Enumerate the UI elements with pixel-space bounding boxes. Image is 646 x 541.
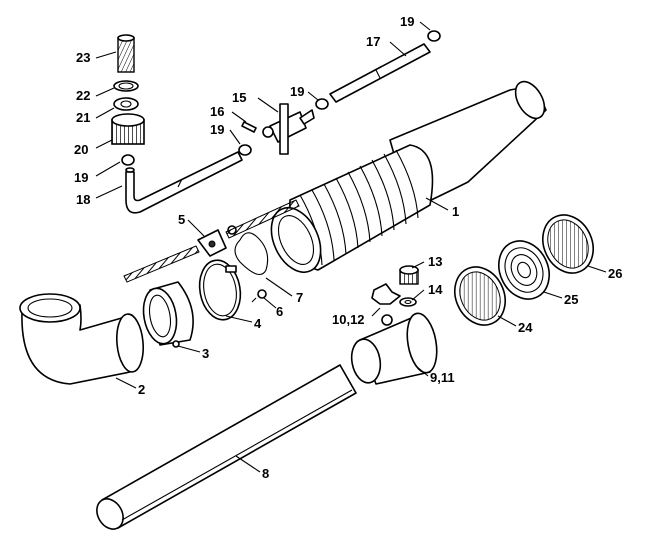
leader-lines: [95, 21, 607, 473]
label-part-19-valve: 19: [210, 122, 224, 137]
label-part-19-top: 19: [400, 14, 414, 29]
washer-21: [113, 97, 139, 111]
screen-26: [542, 214, 594, 274]
throttle-housing: [350, 312, 438, 385]
screen-24: [454, 266, 506, 326]
label-part-20: 20: [74, 142, 88, 157]
label-part-5: 5: [178, 212, 185, 227]
spring-lower: [123, 245, 200, 283]
label-part-2: 2: [138, 382, 145, 397]
short-tube: [329, 43, 431, 103]
label-part-15: 15: [232, 90, 246, 105]
spring-upper: [225, 199, 300, 239]
knob-13: [399, 265, 419, 285]
label-part-18: 18: [76, 192, 90, 207]
small-screw: [241, 121, 257, 133]
label-part-6: 6: [276, 304, 283, 319]
cap-19: [121, 30, 441, 166]
label-part-22: 22: [76, 88, 90, 103]
bracket: [197, 229, 227, 257]
nut-20: [111, 113, 145, 145]
label-part-8: 8: [262, 466, 269, 481]
label-part-9-11: 9,11: [430, 370, 455, 385]
label-part-19-mid: 19: [290, 84, 304, 99]
label-part-7: 7: [296, 290, 303, 305]
hose-clamp: [198, 259, 242, 321]
knob-10-12: [371, 283, 401, 305]
label-part-23: 23: [76, 50, 90, 65]
straight-tube: [96, 364, 357, 530]
label-part-21: 21: [76, 110, 90, 125]
label-part-19-left: 19: [74, 170, 88, 185]
label-part-3: 3: [202, 346, 209, 361]
coupling-ring: [142, 281, 194, 348]
valve-assembly: [262, 103, 315, 155]
ring-22: [113, 80, 139, 92]
label-part-17: 17: [366, 34, 380, 49]
label-part-24: 24: [518, 320, 533, 335]
elbow-pipe: [19, 293, 144, 385]
label-part-1: 1: [452, 204, 459, 219]
label-part-4: 4: [254, 316, 262, 331]
label-part-14: 14: [428, 282, 443, 297]
label-part-10-12: 10,12: [332, 312, 365, 327]
label-part-26: 26: [608, 266, 622, 281]
strainer-23: [117, 34, 135, 73]
bent-tube: [125, 151, 243, 214]
main-bellows-tube: [270, 80, 547, 273]
label-part-16: 16: [210, 104, 224, 119]
label-part-25: 25: [564, 292, 578, 307]
screen-25: [498, 240, 550, 300]
screw: [251, 289, 267, 303]
label-part-13: 13: [428, 254, 442, 269]
